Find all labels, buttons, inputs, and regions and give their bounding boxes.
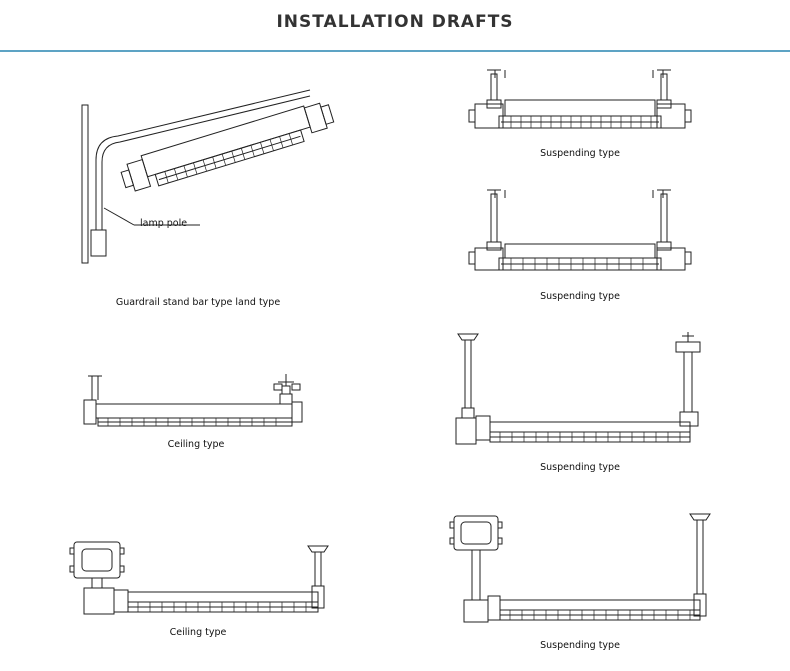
guardrail-lamp-drawing [70,80,330,265]
page-title: INSTALLATION DRAFTS [276,12,514,32]
suspending-lamp-drawing-4 [446,512,716,626]
suspending-lamp-drawing-2 [465,188,695,280]
caption-guardrail: Guardrail stand bar type land type [115,297,281,308]
caption-suspending-3: Suspending type [540,462,620,473]
caption-suspending-4: Suspending type [540,640,620,651]
suspending-lamp-drawing-1 [465,68,695,138]
caption-ceiling-1: Ceiling type [167,439,225,450]
ceiling-lamp-drawing-2 [66,540,336,618]
caption-suspending-1: Suspending type [540,148,620,159]
caption-suspending-2: Suspending type [540,291,620,302]
ceiling-lamp-drawing-1 [78,372,318,430]
lamp-pole-callout: lamp pole [140,218,188,229]
caption-ceiling-2: Ceiling type [169,627,227,638]
header-divider [0,50,790,52]
suspending-lamp-drawing-3 [452,330,707,448]
